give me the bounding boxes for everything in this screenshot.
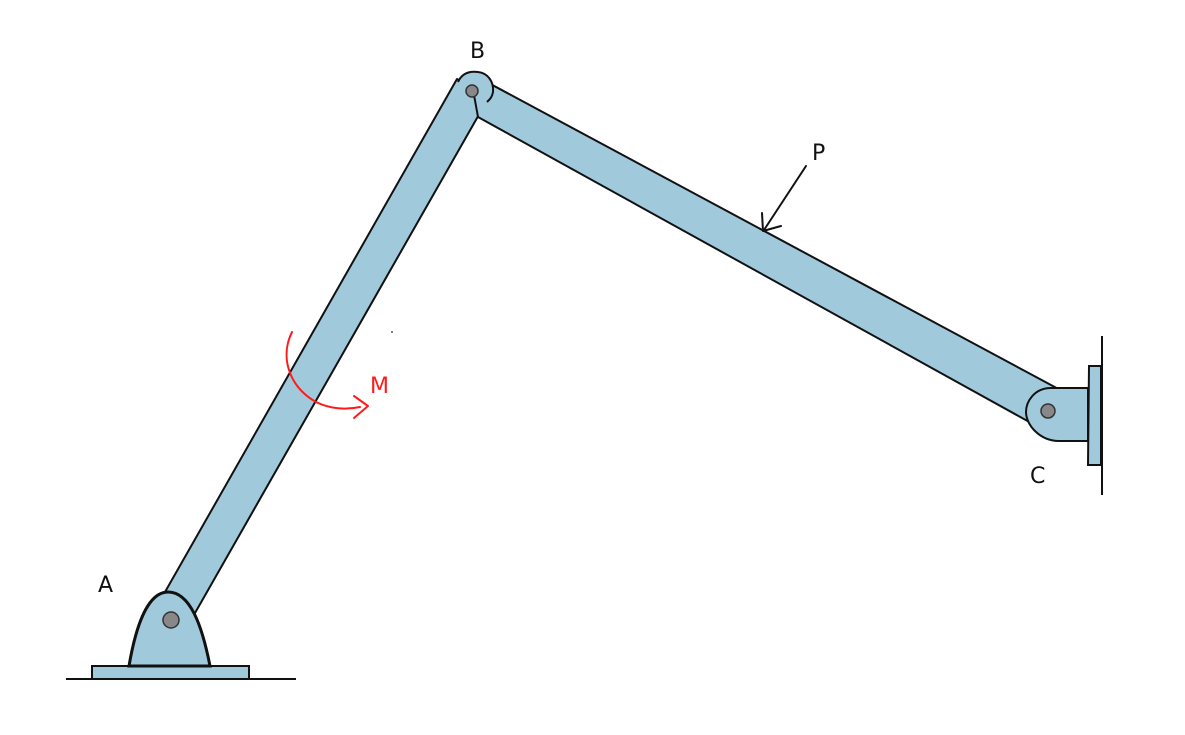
support-c-bracket: [1024, 387, 1089, 442]
label-p: P: [812, 141, 825, 166]
support-c-plate: [1086, 365, 1102, 466]
member-ab: [164, 78, 490, 614]
moment-m-arrow: [285, 331, 369, 419]
pin-a: [162, 611, 180, 629]
label-b: B: [470, 39, 485, 64]
force-p-arrow: [761, 165, 807, 232]
stray-dot: [391, 331, 393, 333]
label-a: A: [98, 573, 113, 598]
pin-b: [465, 84, 479, 98]
support-a-base-plate: [91, 665, 250, 680]
label-c: C: [1030, 464, 1045, 489]
support-a-bracket: [127, 590, 212, 668]
label-m: M: [370, 374, 389, 399]
member-bc: [469, 72, 1065, 430]
pin-c: [1040, 403, 1056, 419]
